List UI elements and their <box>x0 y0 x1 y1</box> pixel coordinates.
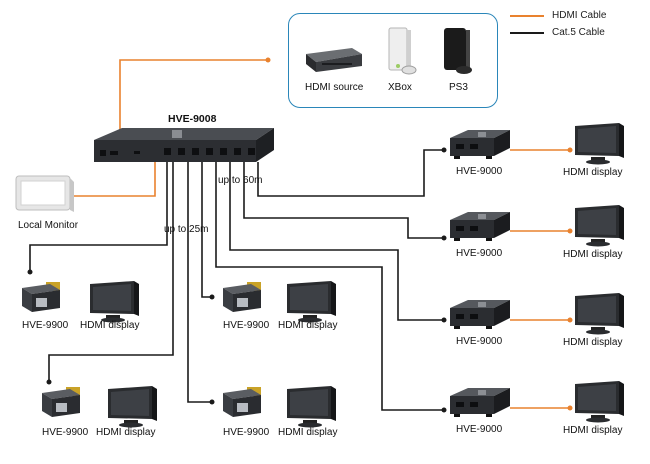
legend-hdmi-swatch <box>510 14 544 17</box>
display-label: HDMI display <box>278 427 338 438</box>
xbox-console-icon <box>388 27 417 75</box>
cat5-cable-right-2 <box>243 162 444 239</box>
hve-9900-receiver-icon <box>223 387 261 417</box>
cat5-cable-left-2 <box>48 162 174 382</box>
cat5-cable-left-4 <box>201 162 212 298</box>
source-label-hdmi: HDMI source <box>305 82 364 93</box>
local-monitor-label: Local Monitor <box>18 220 79 231</box>
hdmi-display-icon <box>108 386 157 428</box>
cat5-cable-left-1 <box>29 162 168 272</box>
cable-endpoints <box>27 57 573 413</box>
cat5-cable-right-4 <box>215 162 444 411</box>
receiver-label: HVE-9000 <box>456 166 503 177</box>
receiver-label: HVE-9000 <box>456 248 503 259</box>
receiver-label: HVE-9000 <box>456 424 503 435</box>
hve-9900-receiver-icon <box>42 387 80 417</box>
hdmi-display-icon <box>575 293 624 335</box>
display-label: HDMI display <box>563 167 623 178</box>
source-label-ps3: PS3 <box>449 82 468 93</box>
hve-9000-receiver-icon <box>450 388 510 417</box>
display-label: HDMI display <box>278 320 338 331</box>
hdmi-display-icon <box>287 386 336 428</box>
hdmi-display-icon <box>90 281 139 323</box>
cat5-cable-left-3 <box>187 162 212 403</box>
local-monitor-icon <box>15 175 74 212</box>
receiver-label: HVE-9000 <box>456 336 503 347</box>
receiver-label: HVE-9900 <box>223 427 270 438</box>
hdmi-display-icon <box>575 123 624 165</box>
legend-cat5-swatch <box>510 31 544 34</box>
display-label: HDMI display <box>80 320 140 331</box>
receiver-label: HVE-9900 <box>22 320 69 331</box>
hve-9000-receiver-icon <box>450 212 510 241</box>
ps3-console-icon <box>444 28 472 74</box>
legend-cat5-label: Cat.5 Cable <box>552 27 605 38</box>
hdmi-cable-source <box>119 59 268 158</box>
display-label: HDMI display <box>563 249 623 260</box>
cat5-cable-right-1 <box>257 149 444 197</box>
legend-hdmi-label: HDMI Cable <box>552 10 607 21</box>
hdmi-source-device-icon <box>306 48 362 72</box>
hdmi-display-icon <box>287 281 336 323</box>
hdmi-display-icon <box>575 205 624 247</box>
hve-9008-splitter-icon <box>94 128 274 162</box>
display-label: HDMI display <box>563 337 623 348</box>
source-label-xbox: XBox <box>388 82 412 93</box>
distance-label-long: up to 60m <box>218 175 263 186</box>
display-label: HDMI display <box>563 425 623 436</box>
hdmi-cable-local-monitor <box>72 162 156 197</box>
splitter-label: HVE-9008 <box>168 113 217 125</box>
cat5-cable-right-3 <box>229 162 444 321</box>
legend-hdmi: HDMI Cable <box>510 10 606 21</box>
receiver-label: HVE-9900 <box>223 320 270 331</box>
hve-9000-receiver-icon <box>450 300 510 329</box>
legend-cat5: Cat.5 Cable <box>510 27 605 38</box>
distance-label-short: up to 25m <box>164 224 209 235</box>
hve-9900-receiver-icon <box>223 282 261 312</box>
display-label: HDMI display <box>96 427 156 438</box>
hve-9900-receiver-icon <box>22 282 60 312</box>
hdmi-display-icon <box>575 381 624 423</box>
receiver-label: HVE-9900 <box>42 427 89 438</box>
hve-9000-receiver-icon <box>450 130 510 159</box>
